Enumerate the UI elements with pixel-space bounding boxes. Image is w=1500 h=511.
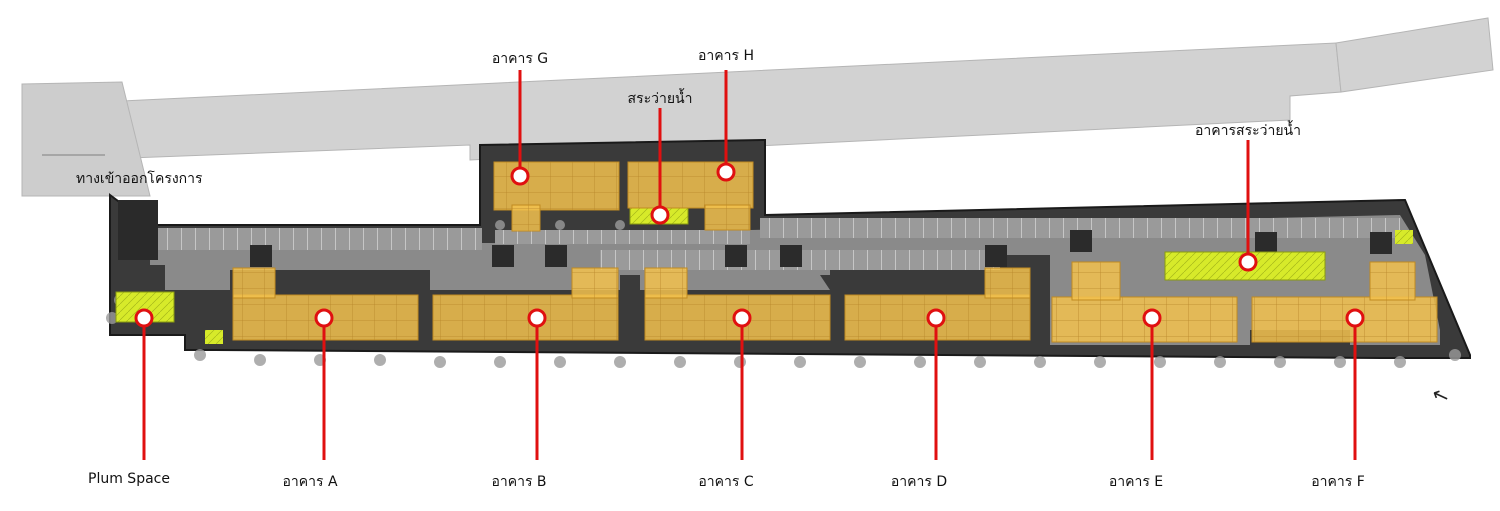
marker-building-d <box>926 308 946 328</box>
label-building-g: อาคาร G <box>491 51 549 67</box>
marker-plum-space <box>134 308 154 328</box>
marker-building-f <box>1345 308 1365 328</box>
marker-building-b <box>527 308 547 328</box>
markers <box>134 70 1365 460</box>
marker-building-e <box>1142 308 1162 328</box>
label-building-c: อาคาร C <box>698 474 754 490</box>
label-entrance: ทางเข้าออกโครงการ <box>76 171 203 187</box>
marker-building-h <box>716 162 736 182</box>
label-building-a: อาคาร A <box>282 474 338 490</box>
building-b-footprint <box>432 294 619 341</box>
marker-building-a <box>314 308 334 328</box>
label-building-b: อาคาร B <box>491 474 547 490</box>
road <box>21 17 1494 197</box>
marker-building-g <box>510 166 530 186</box>
label-plum-space: Plum Space <box>88 471 170 487</box>
service-blocks <box>250 230 1392 267</box>
marker-pool <box>650 205 670 225</box>
marker-pool-building <box>1238 252 1258 272</box>
building-f-footprint <box>1251 296 1438 343</box>
label-building-e: อาคาร E <box>1108 474 1164 490</box>
label-building-f: อาคาร F <box>1311 474 1365 490</box>
label-pool-building: อาคารสระว่ายน้ำ <box>1195 123 1301 139</box>
label-pool: สระว่ายน้ำ <box>627 91 693 107</box>
label-building-d: อาคาร D <box>890 474 948 490</box>
marker-building-c <box>732 308 752 328</box>
label-building-h: อาคาร H <box>698 48 754 64</box>
building-g-footprint <box>493 161 620 211</box>
